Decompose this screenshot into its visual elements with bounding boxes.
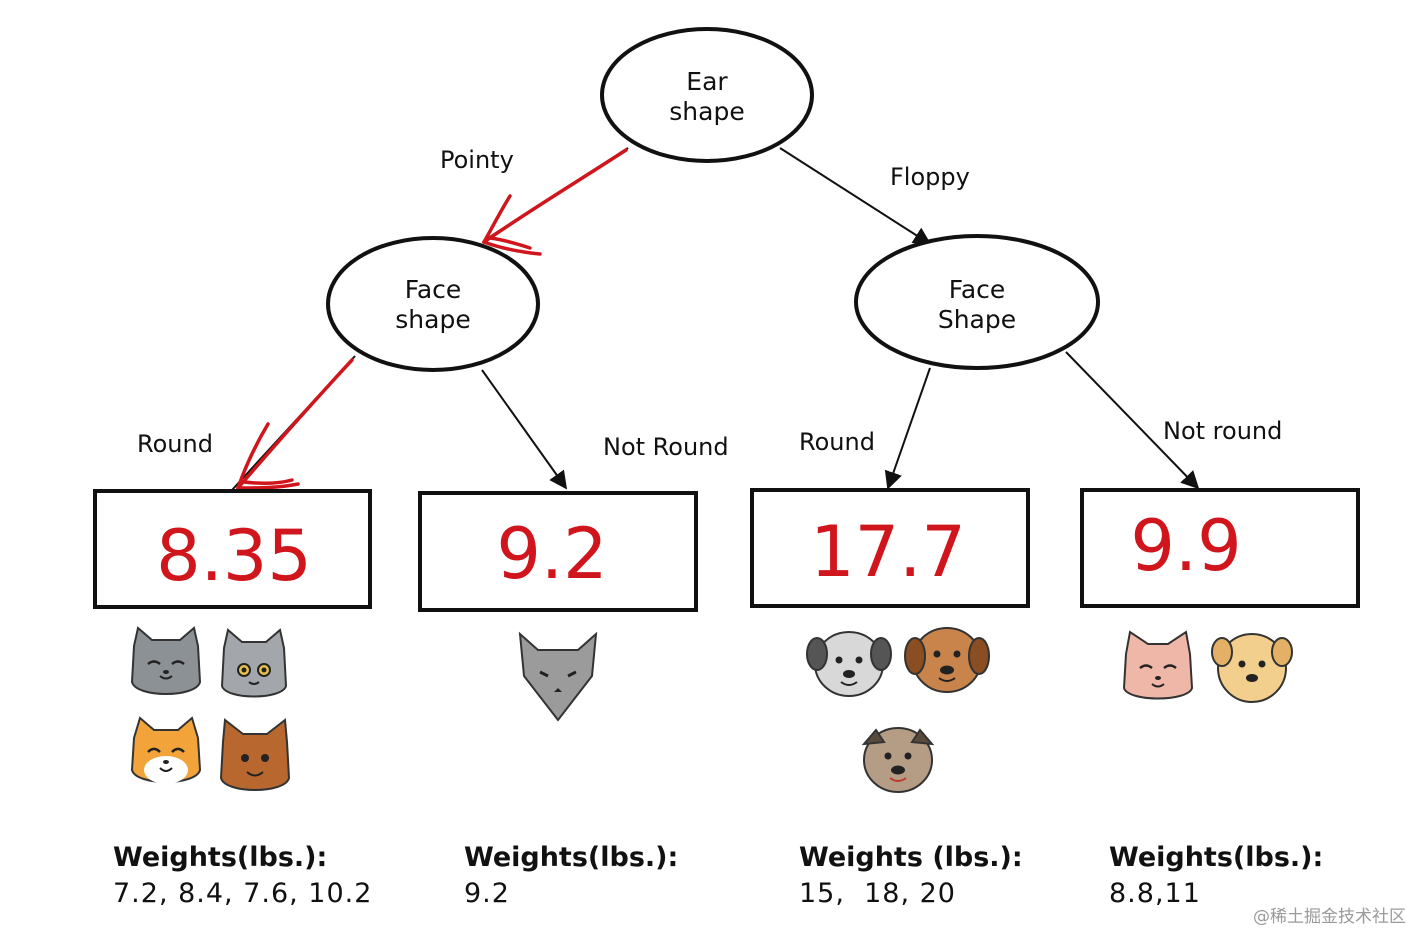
leaf-value-2: 9.2 — [496, 513, 607, 595]
weights-values-3: 15, 18, 20 — [799, 878, 956, 909]
leaf-value-3: 17.7 — [810, 511, 966, 593]
weights-block-1: Weights(lbs.): 7.2, 8.4, 7.6, 10.2 — [113, 842, 372, 909]
weights-block-2: Weights(lbs.): 9.2 — [464, 842, 678, 909]
edge-label-pointy: Pointy — [440, 146, 514, 174]
cat-icon — [518, 631, 598, 722]
leaf-value-1: 8.35 — [156, 515, 312, 597]
root-node-label-line2: shape — [669, 97, 744, 126]
leaf-box-4: 9.9 — [1080, 488, 1360, 608]
edge-label-right-round: Round — [799, 428, 875, 456]
cat-icon — [130, 716, 202, 784]
edge-right-to-leaf4 — [1065, 351, 1200, 490]
leaf-box-3: 17.7 — [750, 488, 1030, 608]
cat-icon — [219, 718, 291, 791]
right-face-node-label-line1: Face — [949, 275, 1006, 304]
weights-title-3: Weights (lbs.): — [799, 842, 1023, 873]
left-face-node-label-line1: Face — [405, 275, 462, 304]
leaf-box-2: 9.2 — [418, 491, 698, 612]
weights-values-2: 9.2 — [464, 878, 510, 909]
edge-label-left-round: Round — [137, 430, 213, 458]
left-face-node-label-line2: shape — [395, 305, 470, 334]
weights-block-4: Weights(lbs.): 8.8,11 — [1109, 842, 1323, 909]
cat-icon — [1122, 630, 1194, 700]
right-face-node: Face Shape — [854, 234, 1100, 370]
watermark: @稀土掘金技术社区 — [1253, 907, 1406, 927]
cat-icon — [130, 626, 202, 695]
dog-icon — [806, 631, 892, 697]
cat-icon — [220, 628, 288, 698]
leaf-value-4: 9.9 — [1130, 505, 1241, 587]
highlight-path-round — [236, 358, 354, 490]
edge-right-to-leaf3 — [884, 367, 931, 490]
highlight-path-pointy — [482, 148, 628, 256]
root-node-label-line1: Ear — [686, 67, 728, 96]
weights-title-2: Weights(lbs.): — [464, 842, 678, 873]
dog-icon — [1211, 633, 1293, 703]
edge-left-to-leaf2 — [481, 369, 568, 490]
weights-block-3: Weights (lbs.): 15, 18, 20 — [799, 842, 1023, 909]
leaf-box-1: 8.35 — [93, 489, 372, 609]
dog-icon — [904, 627, 990, 693]
weights-title-1: Weights(lbs.): — [113, 842, 327, 873]
root-node: Ear shape — [600, 27, 814, 163]
edge-label-left-not-round: Not Round — [603, 433, 729, 461]
right-face-node-label-line2: Shape — [938, 305, 1016, 334]
edge-label-right-not-round: Not round — [1163, 417, 1282, 445]
edge-label-floppy: Floppy — [890, 163, 970, 191]
weights-title-4: Weights(lbs.): — [1109, 842, 1323, 873]
weights-values-1: 7.2, 8.4, 7.6, 10.2 — [113, 878, 372, 909]
weights-values-4: 8.8,11 — [1109, 878, 1201, 909]
dog-icon — [861, 727, 935, 793]
edge-root-to-right — [779, 147, 932, 245]
left-face-node: Face shape — [326, 236, 540, 372]
